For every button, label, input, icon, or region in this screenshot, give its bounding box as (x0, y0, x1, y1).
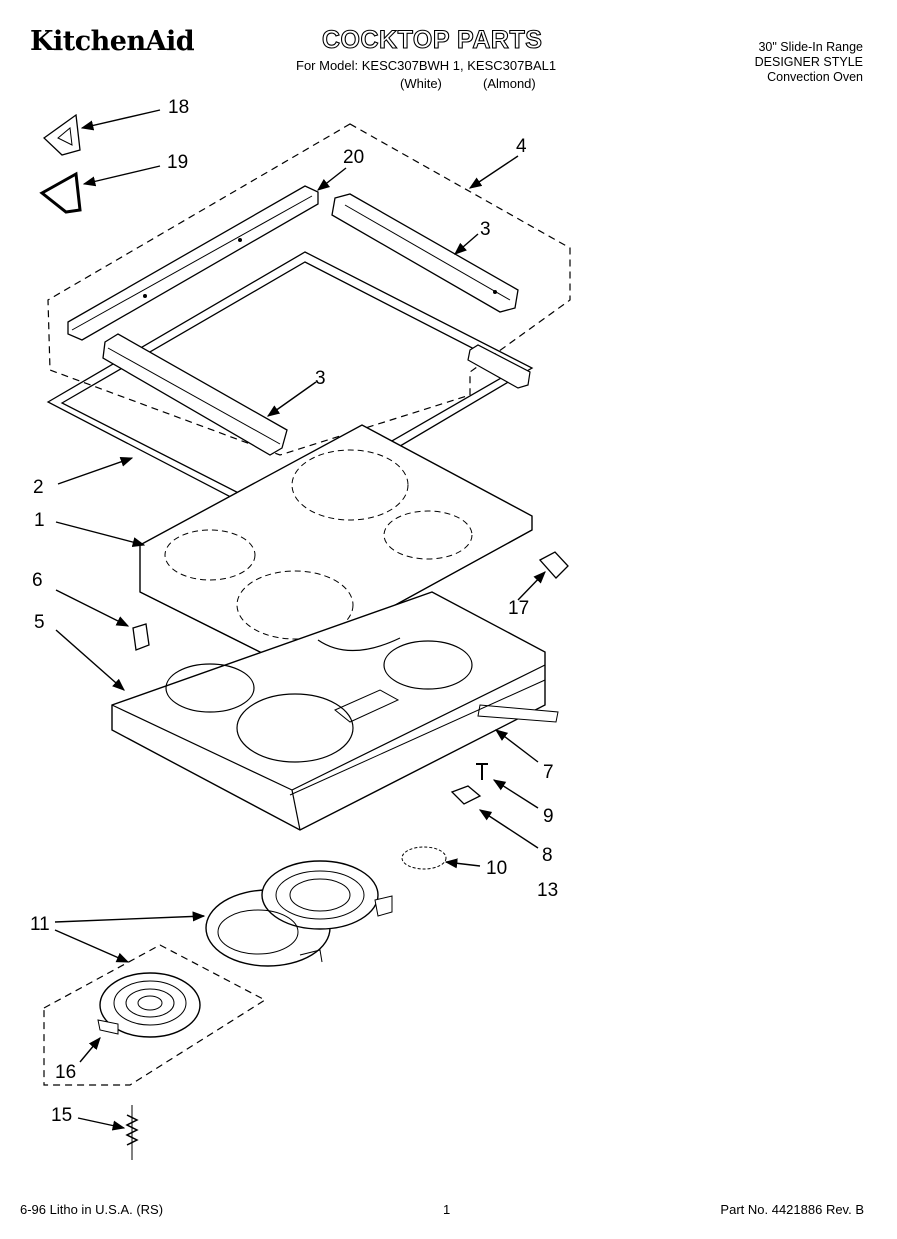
front-trim-part-3 (102, 333, 288, 456)
callout-4: 4 (516, 136, 527, 157)
badge-part-18 (42, 113, 81, 156)
callout-10: 10 (486, 858, 507, 879)
range-oven: Convection Oven (767, 70, 863, 84)
footer-part-number: Part No. 4421886 Rev. B (720, 1202, 864, 1217)
page-title: COCKTOP PARTS (321, 25, 543, 54)
spring-part-15 (125, 1105, 139, 1160)
footer-page-number: 1 (443, 1202, 451, 1217)
dual-element-part-11 (205, 860, 393, 967)
range-style: DESIGNER STYLE (754, 55, 863, 69)
side-trim-part-3b (467, 344, 531, 389)
callout-11: 11 (30, 914, 50, 935)
brand-logo: KitchenAid (30, 26, 195, 57)
callout-6: 6 (32, 570, 43, 591)
callout-9: 9 (543, 806, 554, 827)
callout-19: 19 (167, 152, 188, 173)
single-element-part-16 (97, 972, 201, 1038)
callout-3b: 3 (315, 368, 326, 389)
screw-part-9 (476, 763, 488, 780)
footer-litho: 6-96 Litho in U.S.A. (RS) (20, 1202, 164, 1217)
cooktop-chassis-part-5 (111, 591, 559, 831)
color-white: (White) (400, 76, 442, 91)
trim-group-outline (47, 123, 571, 456)
model-line: For Model: KESC307BWH 1, KESC307BAL1 (296, 58, 557, 73)
switch-part-17 (538, 551, 569, 579)
callout-8: 8 (542, 845, 553, 866)
element-16-group-outline (43, 944, 267, 1086)
callout-labels: 18 19 20 4 3 3 2 1 6 5 17 7 9 8 10 13 11… (30, 97, 558, 1126)
clip-part-6 (132, 623, 150, 651)
callout-5: 5 (34, 612, 45, 633)
callout-1: 1 (34, 510, 45, 531)
callout-20: 20 (343, 147, 364, 168)
callout-17: 17 (508, 598, 529, 619)
callout-7: 7 (543, 762, 554, 783)
rear-rail-part-20 (67, 185, 319, 341)
gasket-part-19 (39, 171, 82, 214)
range-type: 30" Slide-In Range (758, 40, 863, 54)
glass-cooktop-part-1 (139, 424, 533, 666)
callout-13: 13 (537, 880, 558, 901)
callout-15: 15 (51, 1105, 72, 1126)
callout-2: 2 (33, 477, 44, 498)
bracket-part-8 (450, 785, 482, 805)
callout-3a: 3 (480, 219, 491, 240)
connector-part-10 (401, 846, 447, 870)
callout-16: 16 (55, 1062, 76, 1083)
color-almond: (Almond) (483, 76, 536, 91)
side-trim-part-4 (331, 193, 519, 313)
callout-18: 18 (168, 97, 189, 118)
leader-lines (54, 109, 546, 1131)
